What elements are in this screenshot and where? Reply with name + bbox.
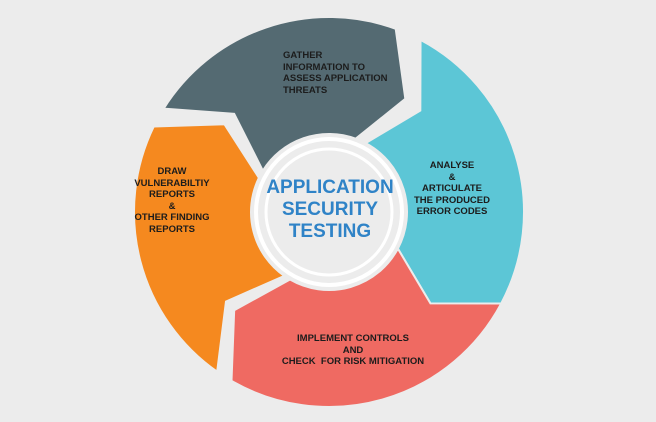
- center-title-line-1: APPLICATION: [266, 177, 394, 198]
- segment-bottom-line-3: CHECK FOR RISK MITIGATION: [281, 356, 425, 367]
- segment-top: [161, 16, 407, 173]
- segment-right: [363, 38, 525, 305]
- center-ring: [254, 137, 404, 287]
- segment-left-line-4: &: [168, 200, 176, 212]
- segment-bottom-label: IMPLEMENT CONTROLS AND CHECK FOR RISK MI…: [258, 333, 448, 368]
- segment-left-line-1: DRAW: [157, 166, 187, 177]
- center-title-line-3: TESTING: [288, 221, 372, 242]
- segment-top-line-4: THREATS: [283, 84, 328, 96]
- segment-left-line-6: REPORTS: [149, 223, 195, 235]
- segment-right-line-4: THE PRODUCED: [413, 194, 490, 206]
- center-title-line-2: SECURITY: [281, 199, 379, 220]
- segment-left: [133, 123, 287, 374]
- center-title: APPLICATION SECURITY TESTING: [250, 177, 410, 243]
- segment-right-line-5: ERROR CODES: [416, 206, 488, 217]
- segment-top-line-2: INFORMATION TO: [283, 61, 365, 73]
- segment-right-label: ANALYSE & ARTICULATE THE PRODUCED ERROR …: [402, 160, 502, 218]
- segment-left-line-3: REPORTS: [149, 189, 195, 200]
- center-disc: [264, 147, 394, 277]
- segment-left-line-2: VULNERABILTIY: [134, 177, 210, 189]
- segment-top-line-3: ASSESS APPLICATION: [283, 73, 388, 84]
- segment-left-label: DRAW VULNERABILTIY REPORTS & OTHER FINDI…: [132, 166, 212, 235]
- segment-left-line-5: OTHER FINDING: [134, 212, 210, 223]
- segment-bottom: [230, 246, 503, 408]
- segment-top-label: GATHER INFORMATION TO ASSESS APPLICATION…: [283, 50, 388, 96]
- segment-top-line-1: GATHER: [283, 50, 323, 61]
- segments-layer: [133, 16, 525, 408]
- segment-right-line-1: ANALYSE: [429, 160, 475, 171]
- segment-right-line-3: ARTICULATE: [422, 183, 482, 194]
- segment-bottom-line-2: AND: [342, 344, 364, 356]
- segment-right-line-2: &: [448, 171, 456, 183]
- segment-bottom-line-1: IMPLEMENT CONTROLS: [297, 333, 409, 344]
